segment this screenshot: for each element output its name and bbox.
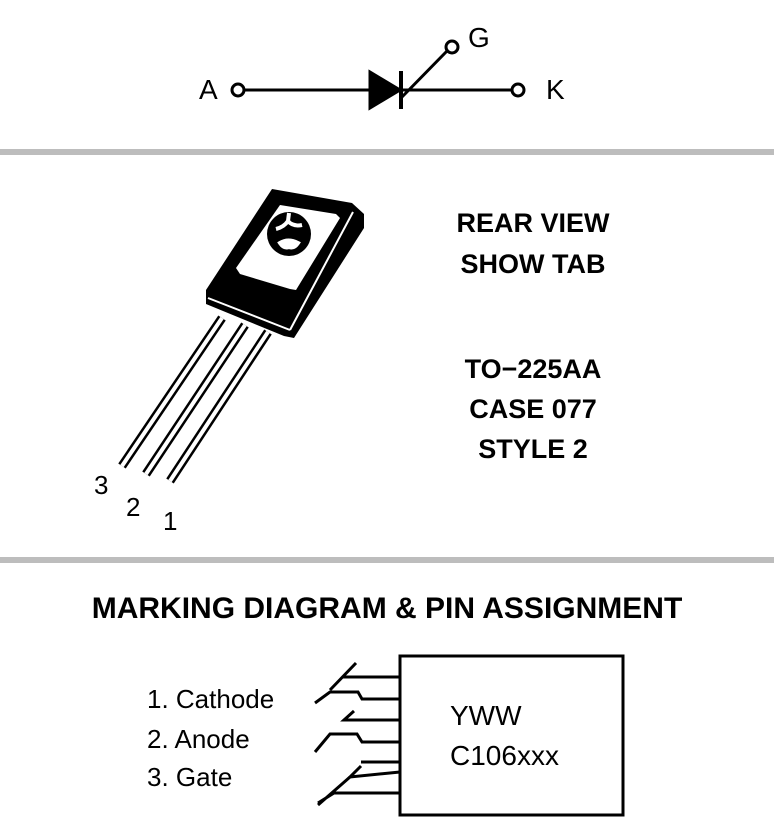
package-line-1: TO−225AA <box>464 354 602 384</box>
cathode-label: K <box>546 74 565 105</box>
pin-number-2: 2 <box>126 492 141 522</box>
gate-lead <box>399 49 449 100</box>
diode-triangle <box>368 69 403 111</box>
pin-assignment-3: 3. Gate <box>147 762 233 792</box>
anode-terminal <box>230 82 246 98</box>
anode-label: A <box>199 74 218 105</box>
pin-assignment-1: 1. Cathode <box>147 684 275 714</box>
marking-box <box>313 654 625 817</box>
cathode-terminal <box>510 82 526 98</box>
divider-top <box>0 149 774 155</box>
pin-number-3: 3 <box>94 470 109 500</box>
view-line-1: REAR VIEW <box>456 208 610 238</box>
gate-terminal <box>444 39 460 55</box>
gate-label: G <box>468 22 490 53</box>
pin-number-1: 1 <box>163 506 178 536</box>
pin-assignment-2: 2. Anode <box>147 724 250 754</box>
marking-heading: MARKING DIAGRAM & PIN ASSIGNMENT <box>91 592 683 625</box>
package-line-2: CASE 077 <box>469 394 597 424</box>
package-line-3: STYLE 2 <box>478 434 588 464</box>
leads <box>118 315 272 484</box>
mounting-hole <box>267 212 311 256</box>
marking-line-1: YWW <box>450 700 522 731</box>
divider-bottom <box>0 557 774 563</box>
scr-symbol <box>230 39 526 111</box>
marking-line-2: C106xxx <box>450 740 559 771</box>
to225-package-drawing <box>118 189 364 484</box>
view-line-2: SHOW TAB <box>460 249 606 279</box>
